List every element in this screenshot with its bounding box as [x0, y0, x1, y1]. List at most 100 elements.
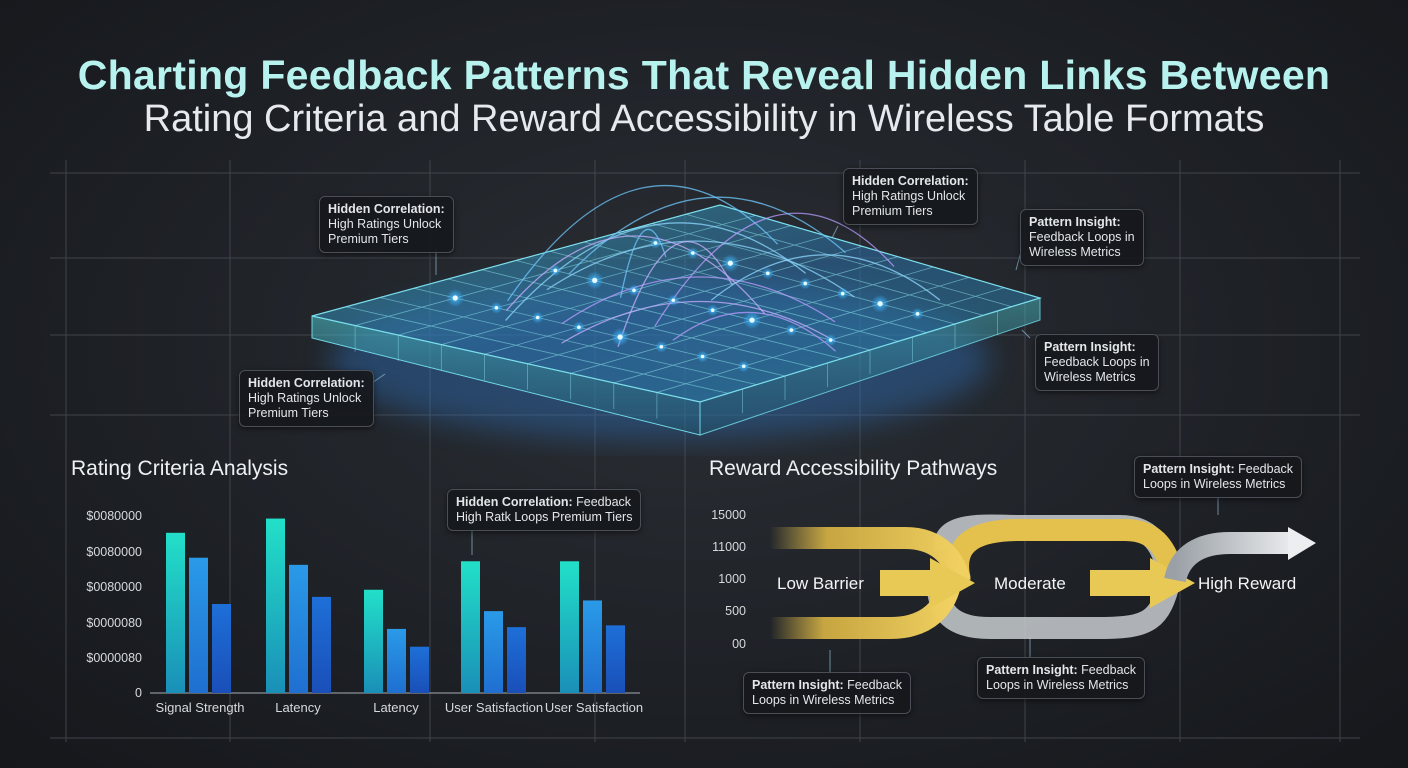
bar — [583, 600, 602, 693]
callout-body: Feedback — [843, 678, 903, 692]
bar — [166, 532, 185, 693]
pathway-y-tick: 500 — [725, 604, 746, 618]
main-title-line-1: Charting Feedback Patterns That Reveal H… — [77, 52, 1331, 98]
bar-y-tick: $0080000 — [86, 509, 142, 523]
bar — [560, 561, 579, 693]
callout-body: Feedback — [1234, 462, 1294, 476]
bar-x-tick: Signal Strength — [155, 700, 245, 715]
bar — [410, 646, 429, 693]
node — [691, 251, 695, 255]
connection-arc — [561, 276, 836, 324]
slab-grid-line — [379, 297, 757, 386]
callout-title: Pattern Insight: — [752, 678, 844, 692]
bar — [289, 564, 308, 693]
node — [915, 312, 920, 316]
stage-low-barrier: Low Barrier — [777, 574, 864, 593]
slab-grid-line — [413, 287, 786, 377]
callout-body: High Ratings Unlock — [852, 189, 966, 203]
connection-arc — [506, 235, 765, 315]
node — [789, 328, 794, 332]
bar — [507, 627, 526, 693]
connection-arc — [561, 300, 836, 344]
bar-x-tick: User Satisfaction — [544, 700, 644, 715]
slab-grid-line — [447, 278, 814, 368]
callout-pattern-insight-feedback: Pattern Insight: Feedback Loops in Wirel… — [1134, 456, 1303, 498]
callout-body: Feedback — [1077, 663, 1137, 677]
node — [653, 241, 658, 245]
callout-title: Hidden Correlation: — [328, 202, 445, 216]
callout-body: Premium Tiers — [248, 406, 329, 420]
slab-grid — [311, 204, 1041, 403]
callout-title: Hidden Correlation: — [456, 495, 573, 509]
callout-pattern-insight-feedback: Pattern Insight: Feedback Loops in Wirel… — [743, 672, 912, 714]
bar — [606, 625, 625, 693]
callout-body: Wireless Metrics — [1044, 370, 1136, 384]
slab-grid-line — [311, 315, 701, 403]
reward-pathways-title: Reward Accessibility Pathways — [709, 457, 998, 480]
arrow-high-reward — [1288, 527, 1316, 560]
rating-criteria-bar-chart — [150, 518, 640, 694]
stage-high-reward: High Reward — [1198, 574, 1297, 593]
callout-title: Pattern Insight: — [986, 663, 1078, 677]
connection-arc — [546, 240, 855, 298]
node — [553, 268, 558, 273]
callout-hidden-correlation: Hidden Correlation: High Ratings Unlock … — [319, 196, 454, 253]
connection-arc — [654, 212, 895, 327]
connection-arc — [507, 184, 778, 301]
bar — [484, 611, 503, 693]
callout-body: Feedback Loops in — [1029, 230, 1135, 244]
silver-band-out — [1164, 532, 1290, 583]
callout-title: Pattern Insight: — [1143, 462, 1235, 476]
bar-y-tick: $0080000 — [86, 580, 142, 594]
slab-connection-arcs — [505, 184, 941, 352]
node — [749, 317, 755, 323]
rating-criteria-title: Rating Criteria Analysis — [71, 457, 289, 480]
bar — [189, 557, 208, 693]
node — [840, 291, 845, 296]
callout-title: Hidden Correlation: — [852, 174, 969, 188]
node — [632, 288, 636, 293]
pathway-y-tick: 11000 — [712, 540, 746, 554]
callout-body: Feedback — [572, 495, 632, 509]
arrow-low-barrier — [880, 558, 975, 608]
node — [765, 271, 770, 276]
slab-grid-line — [311, 204, 721, 317]
bar-x-tick: Latency — [373, 700, 419, 715]
callout-pattern-insight: Pattern Insight: Feedback Loops in Wirel… — [1020, 209, 1144, 266]
node — [700, 354, 705, 359]
slab-nodes — [446, 236, 924, 373]
callout-hidden-correlation: Hidden Correlation: High Ratings Unlock … — [239, 370, 374, 427]
bar — [212, 604, 231, 693]
node — [617, 334, 623, 340]
node — [741, 364, 746, 369]
node — [659, 344, 664, 349]
node — [877, 301, 883, 307]
callout-body: Loops in Wireless Metrics — [1143, 477, 1286, 491]
slab-grid-line — [651, 223, 984, 316]
slab-side-grid — [354, 311, 998, 419]
callout-title: Pattern Insight: — [1029, 215, 1121, 229]
node — [535, 315, 540, 320]
callout-body: Loops in Wireless Metrics — [752, 693, 895, 707]
bar — [364, 589, 383, 693]
callout-title: Pattern Insight: — [1044, 340, 1136, 354]
slab-grid-line — [345, 306, 729, 394]
bar — [312, 596, 331, 693]
node — [710, 308, 715, 313]
node — [803, 281, 808, 286]
node — [727, 260, 733, 266]
callout-hidden-correlation-feedback: Hidden Correlation: Feedback High Ratk L… — [447, 489, 642, 531]
bar-x-tick: Latency — [275, 700, 321, 715]
pathway-y-tick: 00 — [732, 637, 746, 651]
data-table-slab — [311, 184, 1043, 436]
connection-arc — [505, 222, 806, 321]
callout-hidden-correlation: Hidden Correlation: High Ratings Unlock … — [843, 168, 978, 225]
node — [671, 298, 676, 303]
slab-grid-line — [617, 232, 956, 325]
bar-x-tick: User Satisfaction — [444, 700, 544, 715]
node — [577, 325, 581, 330]
slab-grid-line — [515, 260, 871, 351]
slab-grid-line — [685, 213, 1012, 308]
